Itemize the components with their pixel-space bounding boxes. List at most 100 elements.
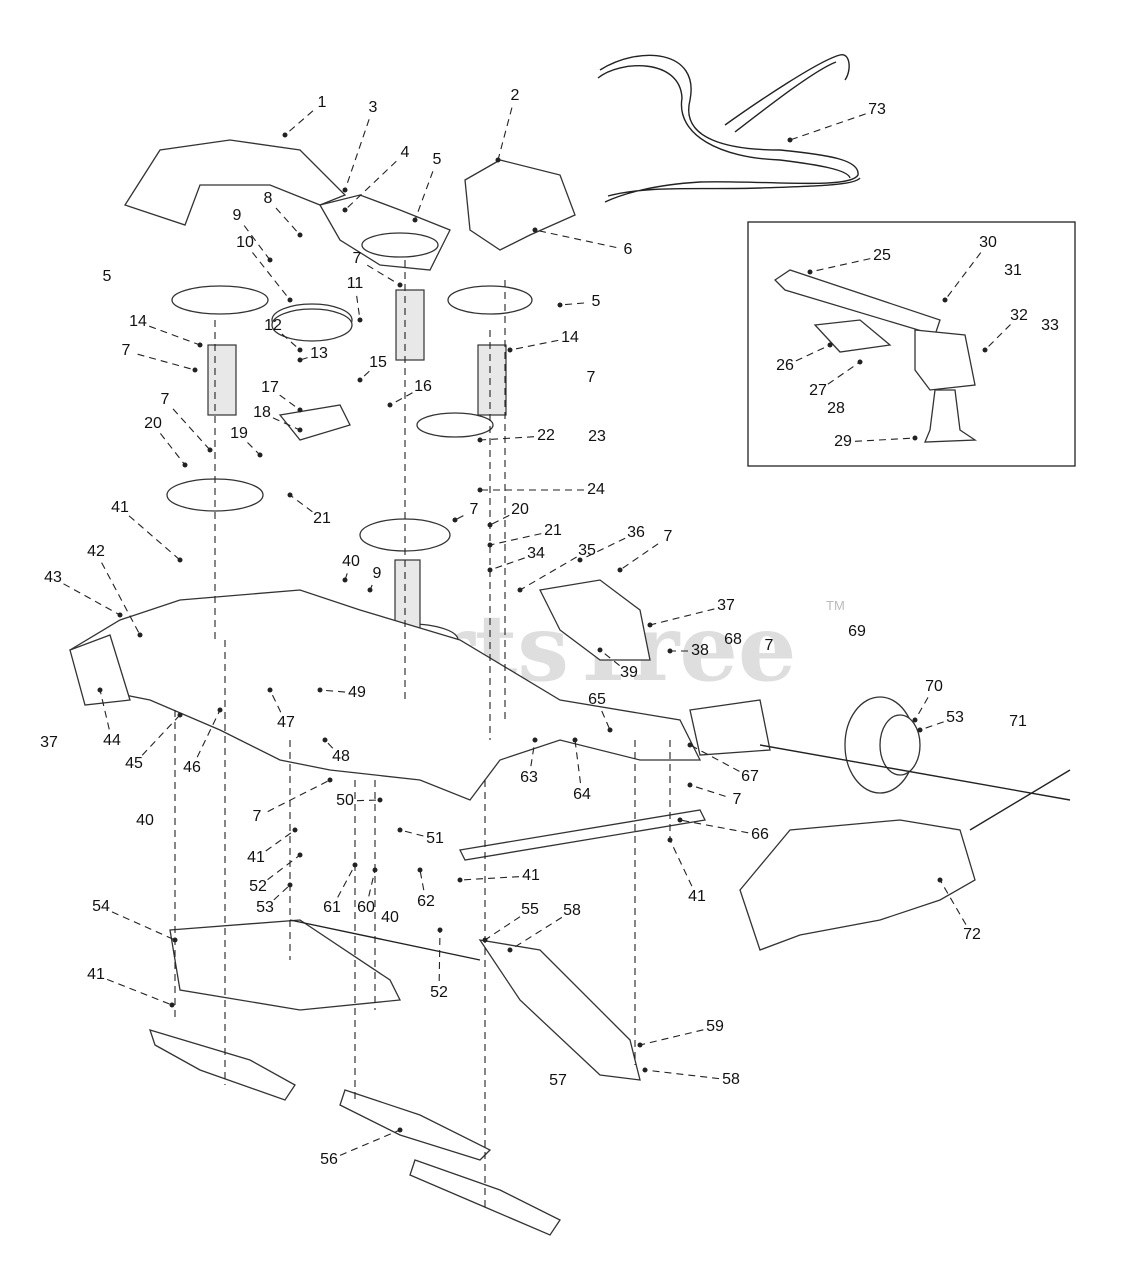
leader-line-15	[359, 370, 370, 381]
leader-arrowhead-41	[457, 877, 463, 883]
callout-27: 27	[809, 382, 827, 399]
leader-arrowhead-47	[267, 687, 273, 693]
leader-line-16	[389, 392, 413, 406]
leader-line-20	[159, 433, 186, 466]
leader-arrowhead-6	[532, 227, 538, 233]
leader-line-11	[356, 295, 361, 321]
leader-line-1	[284, 110, 314, 136]
callout-40: 40	[136, 812, 154, 829]
callout-40: 40	[381, 909, 399, 926]
callout-53: 53	[256, 899, 274, 916]
callout-15: 15	[369, 354, 387, 371]
leader-line-41	[669, 839, 693, 887]
leader-line-22	[479, 436, 535, 441]
callout-9: 9	[233, 207, 242, 224]
callout-26: 26	[776, 357, 794, 374]
leader-arrowhead-53	[287, 882, 293, 888]
leader-line-54	[111, 911, 176, 941]
callout-64: 64	[573, 786, 591, 803]
inset-stand	[924, 389, 978, 443]
leader-arrowhead-7	[687, 782, 693, 788]
leader-line-44	[99, 689, 110, 730]
leader-arrowhead-20	[182, 462, 188, 468]
leader-arrowhead-61	[352, 862, 358, 868]
leader-line-43	[63, 583, 121, 616]
callout-7: 7	[587, 369, 596, 386]
leader-line-47	[269, 689, 282, 713]
callout-10: 10	[236, 234, 254, 251]
leader-arrowhead-53	[917, 727, 923, 733]
leader-line-29	[854, 437, 916, 442]
callout-45: 45	[125, 755, 143, 772]
leader-line-27	[827, 361, 861, 385]
pulleys	[166, 232, 533, 657]
callout-24: 24	[587, 481, 605, 498]
callout-29: 29	[834, 433, 852, 450]
callout-40: 40	[342, 553, 360, 570]
callout-43: 43	[44, 569, 62, 586]
chute-bracket	[689, 699, 771, 756]
leader-line-21	[489, 533, 542, 546]
leader-arrowhead-32	[982, 347, 988, 353]
callout-33: 33	[1041, 317, 1059, 334]
leader-arrowhead-7	[327, 777, 333, 783]
leader-arrowhead-66	[677, 817, 683, 823]
callout-41: 41	[87, 966, 105, 983]
leader-arrowhead-4	[342, 207, 348, 213]
front-baffle	[169, 919, 402, 1011]
leader-arrowhead-35	[517, 587, 523, 593]
leader-arrowhead-21	[487, 542, 493, 548]
leader-arrowhead-7	[452, 517, 458, 523]
leader-arrowhead-30	[942, 297, 948, 303]
leader-line-48	[324, 739, 334, 749]
callout-9: 9	[373, 565, 382, 582]
assembly-lines	[174, 260, 671, 1210]
callout-49: 49	[348, 684, 366, 701]
callout-12: 12	[264, 317, 282, 334]
callout-5: 5	[103, 268, 112, 285]
leader-arrowhead-36	[577, 557, 583, 563]
leader-line-46	[196, 709, 221, 758]
leader-arrowhead-34	[487, 567, 493, 573]
callout-7: 7	[664, 528, 673, 545]
callout-28: 28	[827, 400, 845, 417]
callout-31: 31	[1004, 262, 1022, 279]
leader-arrowhead-51	[397, 827, 403, 833]
leader-line-20	[489, 514, 510, 526]
idler-bracket	[539, 579, 651, 661]
leader-arrowhead-14	[197, 342, 203, 348]
callout-54: 54	[92, 898, 110, 915]
callout-20: 20	[144, 415, 162, 432]
callout-7: 7	[253, 808, 262, 825]
leader-line-73	[789, 113, 866, 141]
leader-line-65	[601, 710, 611, 731]
leader-line-7	[689, 784, 726, 797]
leader-arrowhead-45	[177, 712, 183, 718]
leader-line-49	[319, 689, 346, 693]
leader-arrowhead-39	[597, 647, 603, 653]
leader-arrowhead-12	[297, 347, 303, 353]
leader-line-39	[599, 649, 620, 666]
leader-line-55	[484, 916, 521, 941]
leader-arrowhead-72	[937, 877, 943, 883]
leader-line-7	[619, 543, 659, 571]
leader-arrowhead-24	[477, 487, 483, 493]
callout-47: 47	[277, 714, 295, 731]
callout-22: 22	[537, 427, 555, 444]
callout-50: 50	[336, 792, 354, 809]
leader-arrowhead-20	[487, 522, 493, 528]
callout-70: 70	[925, 678, 943, 695]
inset-spring-plate	[813, 319, 892, 353]
leader-arrowhead-50	[377, 797, 383, 803]
leader-arrowhead-9	[367, 587, 373, 593]
callout-37: 37	[717, 597, 735, 614]
leader-line-5	[559, 302, 585, 306]
leader-line-19	[247, 442, 261, 456]
deck-side-skirt	[69, 634, 131, 706]
callout-23: 23	[588, 428, 606, 445]
leader-arrowhead-29	[912, 435, 918, 441]
leader-arrowhead-10	[287, 297, 293, 303]
leader-arrowhead-7	[617, 567, 623, 573]
leader-line-53	[273, 884, 291, 901]
